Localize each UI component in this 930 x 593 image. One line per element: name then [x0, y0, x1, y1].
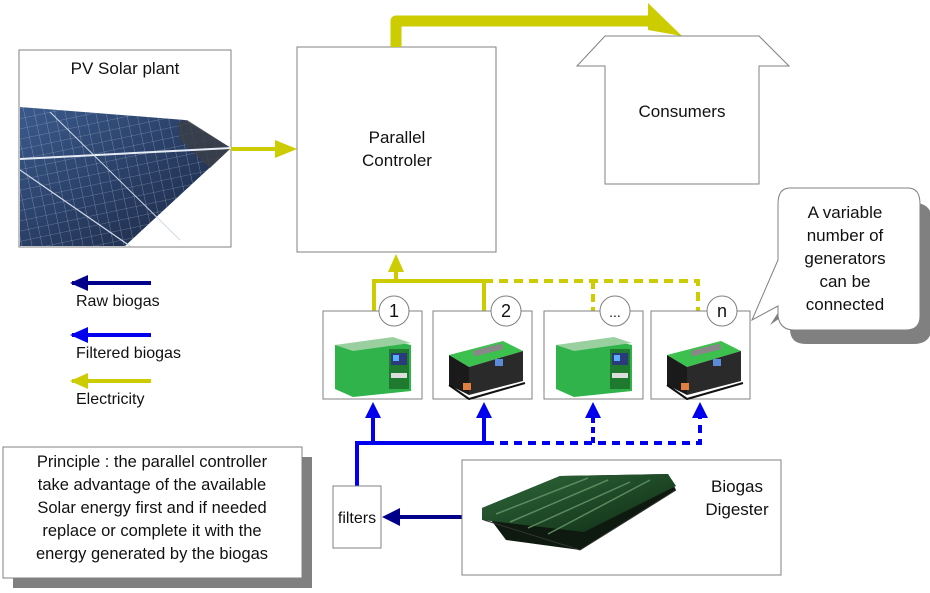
legend-item-electricity: Electricity	[70, 373, 151, 408]
controller-to-consumers-line	[390, 15, 660, 47]
generator-node-3: ...	[543, 295, 644, 400]
callout-line-3: generators	[804, 249, 885, 268]
raw-biogas-legend-arrowhead	[70, 275, 88, 291]
callout-line-4: can be	[819, 272, 870, 291]
biogas-digester-node: Biogas Digester	[461, 459, 782, 576]
filtered-bus-dashed	[486, 418, 702, 445]
generator-row: 1 2... n	[322, 295, 751, 401]
filters-box	[332, 485, 382, 549]
filtered-biogas-legend-arrowhead	[70, 327, 88, 343]
callout-line-5: connected	[806, 295, 884, 314]
generator-badge-circle	[378, 295, 410, 327]
enclosed-generator-image	[335, 337, 411, 397]
filtered-biogas-bus	[355, 402, 708, 486]
callout-bubble	[750, 187, 921, 331]
legend-label-filtered-biogas: Filtered biogas	[76, 345, 181, 362]
solar-to-controller-arrowhead	[275, 140, 297, 158]
electricity-legend-arrowhead	[70, 373, 88, 389]
controller-label-line-2: Controler	[362, 151, 432, 170]
filters-node: filters	[332, 485, 382, 549]
legend-item-raw-biogas: Raw biogas	[70, 275, 160, 310]
solar-plant-node: PV Solar plant	[18, 49, 232, 248]
solar-plant-label: PV Solar plant	[71, 59, 180, 78]
principle-note: Principle : the parallel controller take…	[2, 446, 312, 588]
generator-node-4: n	[650, 295, 751, 401]
electricity-bus	[372, 254, 700, 312]
generator-badge-label: n	[717, 301, 727, 321]
callout: A variable number of generators can be c…	[750, 187, 930, 344]
legend-item-filtered-biogas: Filtered biogas	[70, 327, 181, 362]
generator-badge-label: 2	[501, 301, 511, 321]
generator-badge-circle	[599, 295, 631, 327]
open-frame-generator-image	[448, 341, 526, 401]
bus-to-controller-arrowhead	[388, 254, 404, 272]
principle-line-2: take advantage of the available	[38, 476, 266, 494]
legend-label-electricity: Electricity	[76, 391, 144, 408]
electricity-bus-solid	[372, 279, 486, 312]
controller-to-consumers-arrowhead	[648, 3, 682, 36]
parallel-controller-box	[296, 46, 497, 253]
principle-line-4: replace or complete it with the	[42, 522, 261, 540]
consumers-node: Consumers	[575, 35, 791, 185]
enclosed-generator-image	[556, 337, 632, 397]
filters-label: filters	[338, 510, 376, 527]
filtered-bus-solid	[355, 441, 486, 486]
solar-panel-image	[19, 107, 232, 247]
controller-label-line-1: Parallel	[369, 128, 426, 147]
generator-badge-circle	[706, 295, 738, 327]
feed-arrowhead-2	[476, 402, 492, 418]
generator-node-2: 2	[432, 295, 533, 401]
feed-arrowhead-3	[585, 402, 601, 418]
principle-line-5: energy generated by the biogas	[36, 545, 268, 563]
digester-image	[482, 474, 677, 551]
parallel-controller-node: Parallel Controler	[296, 46, 497, 253]
consumers-label: Consumers	[639, 102, 726, 121]
legend: Raw biogas Filtered biogas Electricity	[70, 275, 181, 408]
feed-arrowhead-1	[365, 402, 381, 418]
open-frame-generator-image	[666, 341, 744, 401]
digester-label-line-1: Biogas	[711, 477, 763, 496]
digester-to-filters-arrowhead	[382, 508, 400, 526]
feed-arrowhead-n	[692, 402, 708, 418]
principle-note-box	[2, 446, 303, 579]
callout-line-1: A variable	[808, 203, 883, 222]
generator-node-1: 1	[322, 295, 423, 400]
legend-label-raw-biogas: Raw biogas	[76, 293, 160, 310]
generator-badge-label: ...	[609, 304, 621, 320]
generator-badge-circle	[490, 295, 522, 327]
principle-line-3: Solar energy first and if needed	[37, 499, 266, 517]
consumers-house-shape	[575, 35, 791, 185]
generator-badge-label: 1	[389, 301, 399, 321]
callout-line-2: number of	[807, 226, 884, 245]
electricity-bus-dashed	[484, 279, 700, 312]
digester-label-line-2: Digester	[705, 500, 769, 519]
principle-line-1: Principle : the parallel controller	[37, 453, 268, 471]
